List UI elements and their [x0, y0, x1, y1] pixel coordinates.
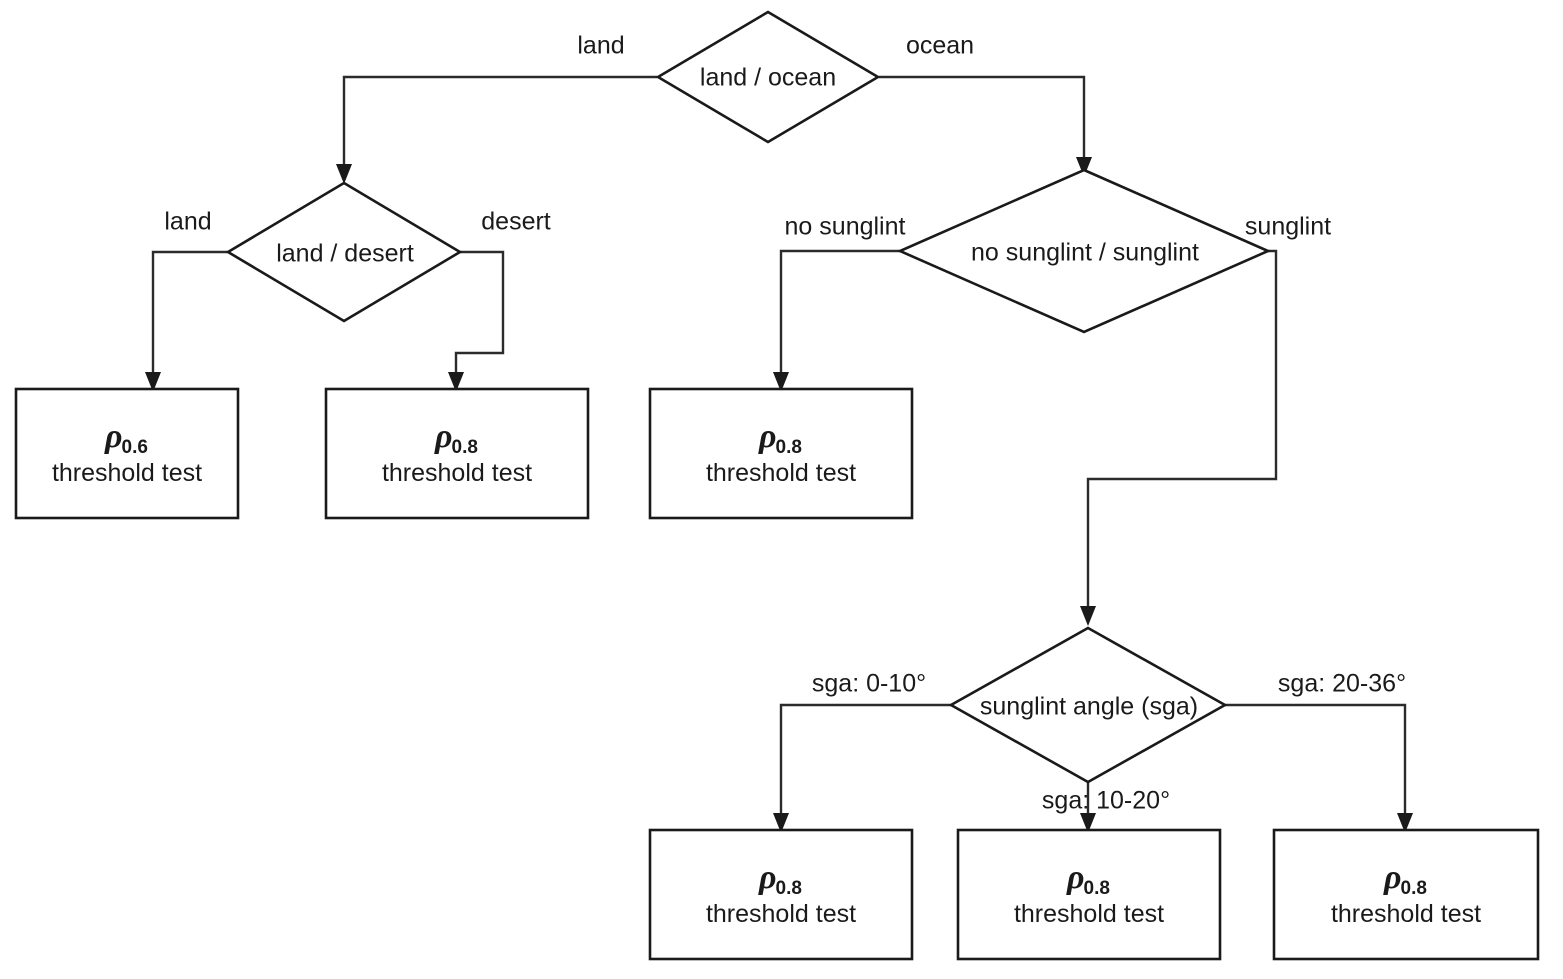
terminal-text-4: ρ0.8 threshold test [706, 858, 856, 930]
edge-label-no-sunglint: no sunglint [784, 212, 906, 241]
arrowhead-sga-20-36 [1397, 813, 1413, 833]
decision-label-land-desert: land / desert [276, 239, 414, 268]
arrowhead-desert [448, 372, 464, 392]
arrowhead-ocean [1076, 157, 1092, 177]
terminal-caption-3: threshold test [705, 459, 857, 488]
decision-label-sunglint: no sunglint / sunglint [971, 238, 1199, 267]
rho-glyph-3: ρ [759, 418, 777, 456]
terminal-text-3: ρ0.8 threshold test [706, 417, 856, 489]
rho-glyph-5: ρ [1067, 859, 1085, 897]
edge-label-sga-20-36: sga: 20-36° [1277, 669, 1407, 698]
terminal-box-3[interactable] [648, 387, 914, 520]
decision-label-sunglint-angle: sunglint angle (sga) [979, 692, 1199, 721]
rho-symbol-6: ρ0.8 [1331, 858, 1481, 900]
edge-label-land: land [577, 31, 625, 60]
terminal-caption-5: threshold test [1013, 900, 1165, 929]
rho-subscript-5: 0.8 [1083, 878, 1110, 900]
rho-glyph-4: ρ [759, 859, 777, 897]
rho-symbol-5: ρ0.8 [1014, 858, 1164, 900]
edge-sunglint [1086, 249, 1278, 613]
edge-no-sunglint [779, 249, 900, 380]
terminal-caption-4: threshold test [705, 900, 857, 929]
arrowhead-sga-0-10 [773, 813, 789, 833]
decision-label-land-ocean: land / ocean [699, 63, 837, 92]
arrowhead-sga-10-20 [1080, 813, 1096, 833]
rho-glyph-2: ρ [435, 418, 453, 456]
edge-sga-0-10 [779, 703, 952, 821]
terminal-box-6[interactable] [1272, 828, 1540, 961]
edge-label-sga-10-20: sga: 10-20° [1041, 786, 1171, 815]
terminal-text-5: ρ0.8 threshold test [1014, 858, 1164, 930]
arrowhead-land [336, 164, 352, 184]
terminal-text-1: ρ0.6 threshold test [52, 417, 202, 489]
rho-glyph-1: ρ [105, 418, 123, 456]
terminal-box-2[interactable] [324, 387, 590, 520]
rho-subscript-6: 0.8 [1400, 878, 1427, 900]
decision-land-desert[interactable] [225, 181, 463, 323]
edge-label-desert: desert [481, 207, 551, 236]
edge-label-sga-0-10: sga: 0-10° [811, 669, 927, 698]
terminal-box-5[interactable] [956, 828, 1222, 961]
decision-sunglint-angle[interactable] [948, 626, 1228, 784]
decision-land-ocean[interactable] [655, 10, 881, 144]
terminal-caption-2: threshold test [381, 459, 533, 488]
edge-ocean [879, 75, 1086, 164]
rho-subscript-1: 0.6 [121, 437, 148, 459]
edge-desert [454, 250, 505, 380]
edge-land [342, 75, 657, 172]
rho-symbol-1: ρ0.6 [52, 417, 202, 459]
rho-subscript-4: 0.8 [775, 878, 802, 900]
terminal-text-6: ρ0.8 threshold test [1331, 858, 1481, 930]
arrowhead-sunglint [1080, 606, 1096, 626]
terminal-text-2: ρ0.8 threshold test [382, 417, 532, 489]
edge-sga-20-36 [1225, 703, 1407, 821]
edge-label-land-2: land [164, 207, 212, 236]
terminal-box-4[interactable] [648, 828, 914, 961]
terminal-caption-6: threshold test [1330, 900, 1482, 929]
terminal-box-1[interactable] [14, 387, 240, 520]
rho-symbol-4: ρ0.8 [706, 858, 856, 900]
rho-glyph-6: ρ [1384, 859, 1402, 897]
rho-subscript-3: 0.8 [775, 437, 802, 459]
arrowhead-land-leaf [145, 372, 161, 392]
decision-sunglint[interactable] [896, 168, 1272, 334]
rho-subscript-2: 0.8 [451, 437, 478, 459]
terminal-caption-1: threshold test [51, 459, 203, 488]
edge-land-leaf [151, 250, 228, 380]
edge-label-sunglint: sunglint [1244, 212, 1332, 241]
rho-symbol-3: ρ0.8 [706, 417, 856, 459]
rho-symbol-2: ρ0.8 [382, 417, 532, 459]
arrowhead-no-sunglint [773, 372, 789, 392]
edge-label-ocean: ocean [905, 31, 975, 60]
